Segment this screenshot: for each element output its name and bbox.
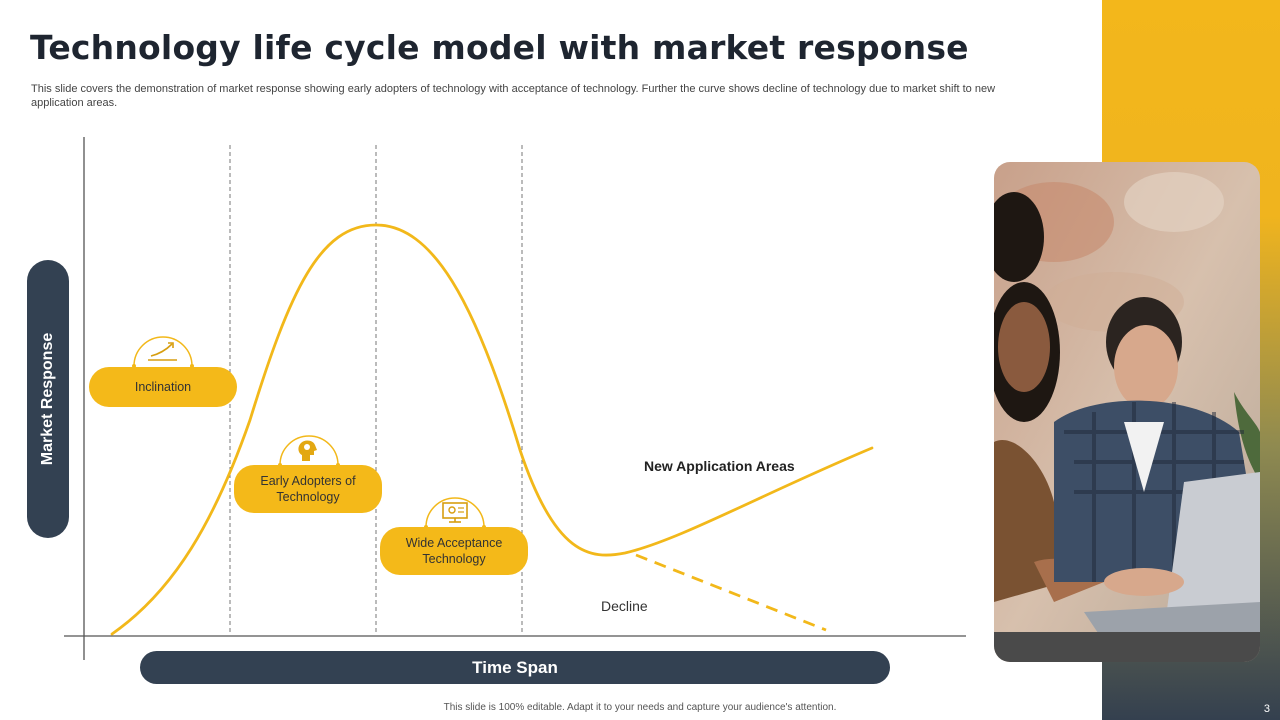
stage-label: Early Adopters of Technology (260, 474, 356, 504)
life-cycle-curve (110, 223, 874, 636)
stage-wide-acceptance: Wide Acceptance Technology (380, 527, 528, 575)
x-axis-label-pill: Time Span (140, 651, 890, 684)
idea-head-icon (278, 435, 340, 467)
page-number: 3 (1263, 703, 1270, 715)
photo-illustration (994, 162, 1260, 662)
monitor-gear-icon (424, 497, 486, 529)
y-axis-label: Market Response (39, 332, 56, 466)
people-at-laptop-photo (994, 162, 1260, 662)
y-axis-label-pill: Market Response (27, 260, 69, 538)
stage-label: Inclination (134, 380, 192, 394)
slide-subtitle: This slide covers the demonstration of m… (31, 83, 996, 109)
x-axis-label: Time Span (472, 657, 558, 677)
stage-label: Wide Acceptance Technology (405, 536, 503, 566)
decline-label: Decline (601, 598, 648, 614)
new-application-label: New Application Areas (644, 458, 795, 474)
life-cycle-diagram (64, 137, 966, 660)
stage-inclination: Inclination (89, 367, 237, 407)
stage-early-adopters: Early Adopters of Technology (234, 465, 382, 513)
growth-arrow-icon (132, 336, 194, 368)
footer-note: This slide is 100% editable. Adapt it to… (443, 702, 837, 713)
decline-dashed-line (635, 553, 827, 632)
slide-title: Technology life cycle model with market … (30, 28, 969, 67)
